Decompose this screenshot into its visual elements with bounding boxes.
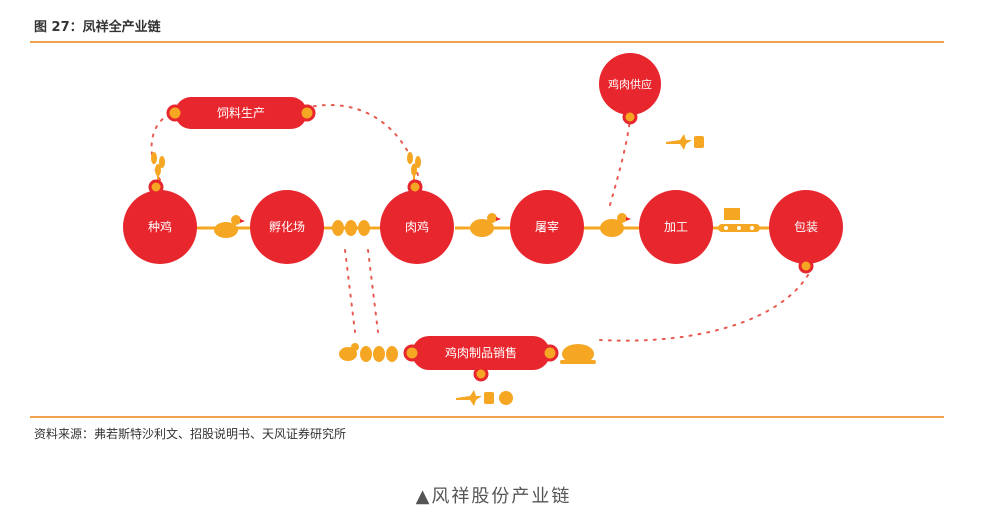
eggs-icon [332, 220, 370, 236]
node-slaughter: 屠宰 [510, 190, 584, 264]
node-broiler-label: 肉鸡 [405, 219, 429, 234]
path-feed-to-broiler [304, 104, 421, 183]
plane-train-dish-icon [456, 390, 513, 406]
node-packaging-label: 包装 [794, 220, 818, 234]
top-rule [30, 41, 944, 43]
node-processing: 加工 [639, 190, 713, 264]
node-processing-label: 加工 [664, 220, 688, 234]
node-hatchery-label: 孵化场 [269, 220, 305, 234]
path-slaughter-up-supply [609, 117, 631, 206]
chicken-icon [600, 213, 631, 237]
eggs-icon [360, 346, 398, 362]
bottom-rule [30, 416, 944, 418]
path-broiler-down-2 [367, 249, 379, 333]
meat-sales-pill: 鸡肉制品销售 [403, 336, 559, 382]
wheat-icon [151, 152, 165, 184]
meat-sales-label: 鸡肉制品销售 [445, 345, 517, 360]
node-chicken-supply: 鸡肉供应 [599, 53, 661, 125]
node-broiler: 肉鸡 [380, 179, 454, 264]
figure-caption: ▲风祥股份产业链 [415, 486, 572, 507]
figure-title: 图 27：凤祥全产业链 [34, 20, 161, 35]
feed-production-pill: 饲料生产 [166, 97, 316, 129]
node-breeder: 种鸡 [123, 179, 197, 264]
node-slaughter-label: 屠宰 [535, 219, 559, 234]
source-note: 资料来源：弗若斯特沙利文、招股说明书、天风证券研究所 [34, 427, 347, 441]
node-packaging: 包装 [769, 190, 843, 274]
plane-train-icon [666, 134, 704, 150]
path-broiler-down [344, 249, 356, 333]
path-packaging-to-sales [599, 274, 809, 342]
node-chicken-supply-label: 鸡肉供应 [608, 77, 652, 91]
node-breeder-label: 种鸡 [148, 219, 172, 234]
conveyor-icon [718, 208, 760, 232]
chicken-icon [470, 213, 501, 237]
feed-production-label: 饲料生产 [217, 106, 265, 120]
wheat-icon [407, 152, 421, 184]
roast-chicken-icon [560, 344, 596, 364]
node-hatchery: 孵化场 [250, 190, 324, 264]
chicken-icon [339, 343, 359, 361]
chicken-icon [214, 215, 245, 238]
